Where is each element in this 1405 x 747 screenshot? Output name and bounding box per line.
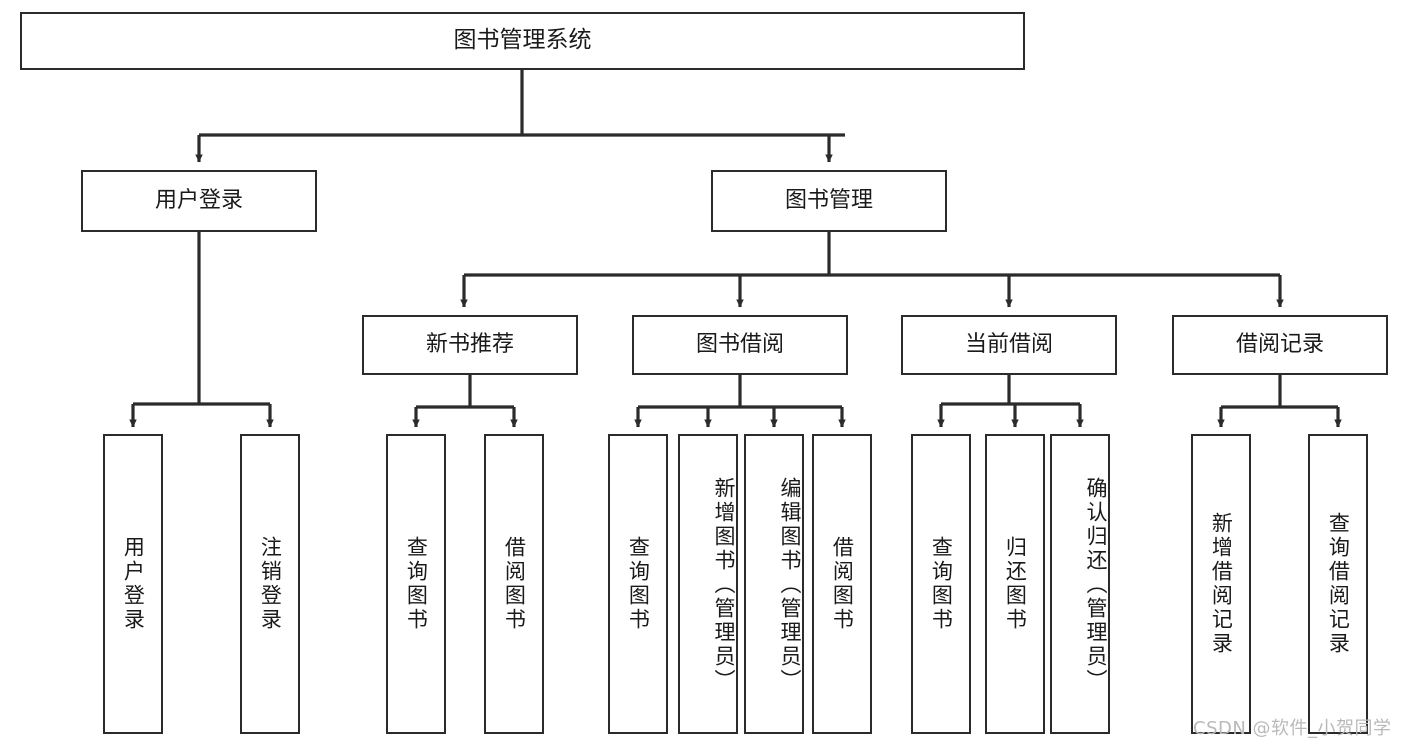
node-borrow-record[interactable]: 借阅记录 — [1172, 315, 1388, 375]
node-leaf-confirm-return[interactable]: 确认归还（管理员） — [1050, 434, 1110, 734]
node-leaf-query-book-3[interactable]: 查询图书 — [911, 434, 971, 734]
node-leaf-return-book[interactable]: 归还图书 — [985, 434, 1045, 734]
node-leaf-add-book[interactable]: 新增图书（管理员） — [678, 434, 738, 734]
node-leaf-edit-book[interactable]: 编辑图书（管理员） — [744, 434, 804, 734]
node-leaf-borrow-book-1[interactable]: 借阅图书 — [484, 434, 544, 734]
node-leaf-add-record[interactable]: 新增借阅记录 — [1191, 434, 1251, 734]
watermark-text: CSDN @软件_小贺同学 — [1193, 718, 1392, 739]
node-leaf-query-book-1[interactable]: 查询图书 — [386, 434, 446, 734]
node-leaf-borrow-book-2[interactable]: 借阅图书 — [812, 434, 872, 734]
node-leaf-logout[interactable]: 注销登录 — [240, 434, 300, 734]
node-leaf-user-login[interactable]: 用户登录 — [103, 434, 163, 734]
node-new-book-rec[interactable]: 新书推荐 — [362, 315, 578, 375]
node-leaf-query-record[interactable]: 查询借阅记录 — [1308, 434, 1368, 734]
node-current-borrow[interactable]: 当前借阅 — [901, 315, 1117, 375]
node-book-manage[interactable]: 图书管理 — [711, 170, 947, 232]
node-leaf-query-book-2[interactable]: 查询图书 — [608, 434, 668, 734]
node-book-borrow[interactable]: 图书借阅 — [632, 315, 848, 375]
node-user-login[interactable]: 用户登录 — [81, 170, 317, 232]
node-root[interactable]: 图书管理系统 — [20, 12, 1025, 70]
